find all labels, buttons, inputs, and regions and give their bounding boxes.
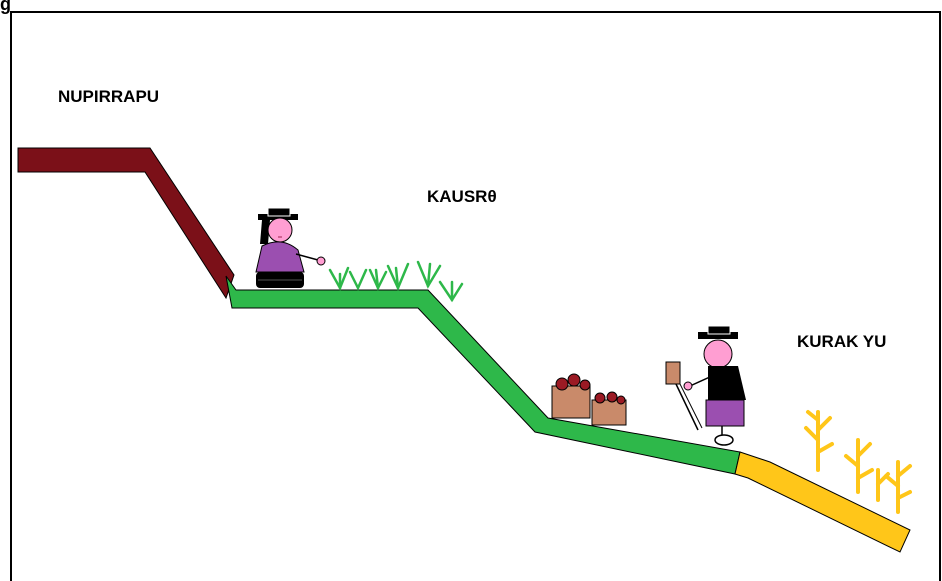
zone-label-middle: KAUSRθ	[427, 187, 497, 206]
farmer-planting	[255, 207, 326, 288]
zone-label-high: NUPIRRAPU	[58, 87, 159, 106]
zone-band-high	[17, 147, 235, 300]
farmer-with-tool	[665, 325, 746, 446]
produce-baskets	[551, 373, 627, 426]
zone-label-low: KURAK YU	[797, 332, 886, 351]
corn-stalks	[804, 410, 912, 514]
grass-sprouts	[328, 260, 464, 303]
zone-band-low	[734, 451, 911, 553]
figure-caption: g	[0, 0, 11, 14]
